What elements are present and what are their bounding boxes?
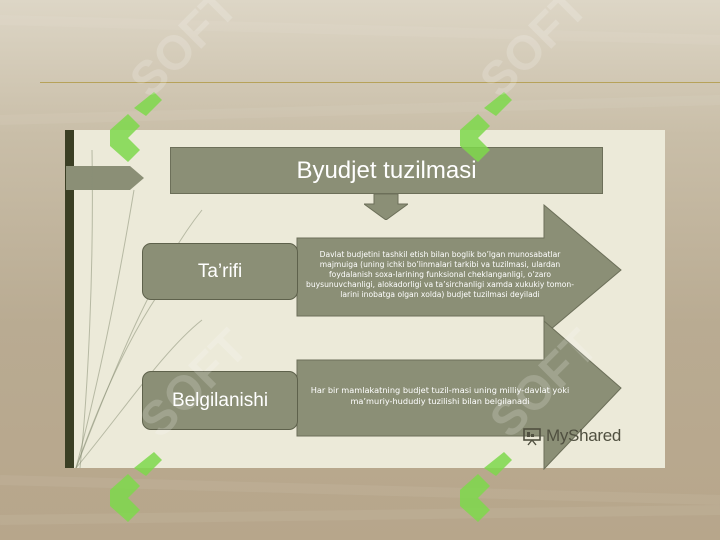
presentation-board-icon	[523, 428, 541, 446]
definition-label: Ta’rifi	[197, 260, 243, 282]
title-underline-rule	[40, 82, 720, 83]
designation-label: Belgilanishi	[171, 389, 269, 411]
watermark-text: SOFT	[130, 320, 258, 448]
designation-description: Har bir mamlakatning budjet tuzil-masi u…	[310, 385, 570, 406]
myshared-brand[interactable]: MyShared	[522, 424, 621, 448]
bracket-logo-icon	[110, 92, 512, 522]
definition-description: Davlat budjetini tashkil etish bilan bog…	[306, 250, 574, 300]
watermark-text: SOFT	[480, 320, 608, 448]
designation-label-box: Belgilanishi	[142, 371, 298, 430]
brand-name: MyShared	[546, 426, 622, 445]
watermark-text: SOFT	[470, 0, 598, 108]
slide-left-bar	[65, 130, 74, 468]
watermark-text: SOFT	[120, 0, 248, 108]
definition-arrow-shape	[296, 204, 622, 336]
slide-pointer-arrow	[66, 166, 144, 190]
diagram-title: Byudjet tuzilmasi	[296, 156, 477, 184]
definition-label-box: Ta’rifi	[142, 243, 298, 300]
down-arrow	[364, 194, 408, 220]
